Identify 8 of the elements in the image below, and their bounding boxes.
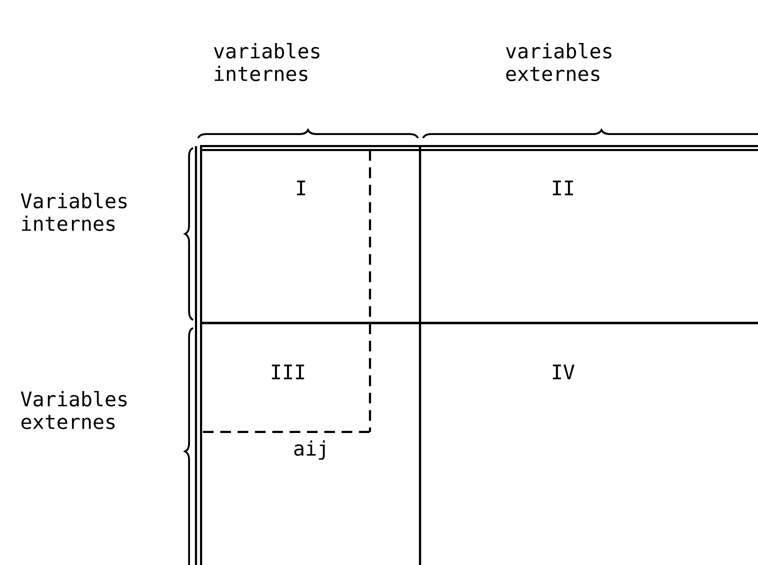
axis-label: variables internes <box>214 42 320 82</box>
axis-label: Variables internes <box>20 192 127 232</box>
matrix-block: IV <box>418 322 758 565</box>
axis-label: Variables externes <box>20 390 127 430</box>
axis-label: variables externes <box>506 42 612 82</box>
matrix-block: I <box>200 145 422 324</box>
axis-label: aij <box>294 440 325 460</box>
matrix-block: II <box>418 145 758 324</box>
